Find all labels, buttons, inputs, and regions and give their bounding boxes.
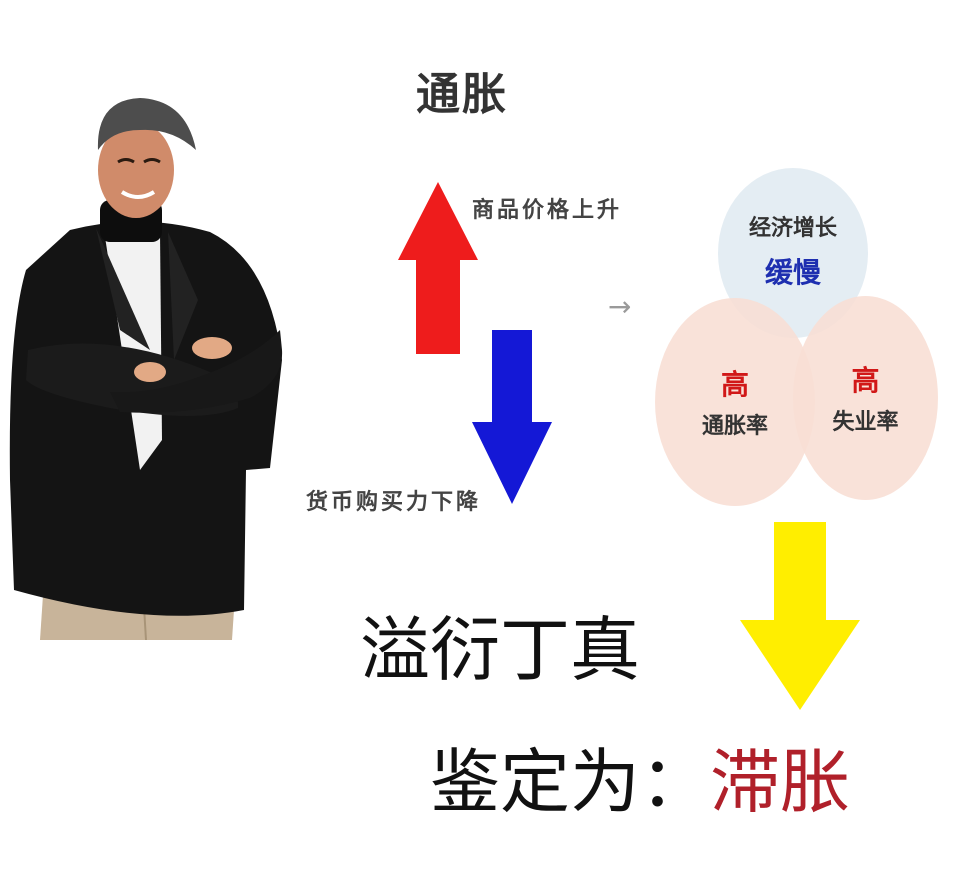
caption-prefix: 鉴定为： (430, 741, 710, 823)
bubble-high-unemployment-emphasis: 高 (851, 364, 880, 398)
caption-accent: 滞胀 (710, 741, 850, 823)
bubble-high-inflation-text: 通胀率 (701, 414, 768, 440)
person-figure (9, 98, 283, 641)
bubble-high-inflation-emphasis: 高 (720, 368, 749, 402)
bubble-slow-growth-emphasis: 缓慢 (764, 255, 821, 289)
bubble-high-unemployment-text: 失业率 (832, 410, 899, 436)
chart-title: 通胀 (416, 69, 508, 120)
label-purchasing-power-drop: 货币购买力下降 (306, 490, 482, 515)
label-price-rise: 商品价格上升 (472, 198, 623, 223)
arrow-down-yellow (740, 522, 860, 710)
arrow-up-red (398, 182, 478, 354)
caption-line-2: 鉴定为：滞胀 (430, 726, 850, 827)
caption-line-1: 溢衍丁真 (360, 609, 640, 691)
bubble-high-inflation: 高 通胀率 (655, 298, 815, 506)
arrow-down-blue (472, 330, 552, 504)
bubble-slow-growth-text: 经济增长 (748, 216, 837, 242)
bubble-high-unemployment: 高 失业率 (793, 296, 938, 500)
small-arrow-icon: → (608, 290, 632, 323)
